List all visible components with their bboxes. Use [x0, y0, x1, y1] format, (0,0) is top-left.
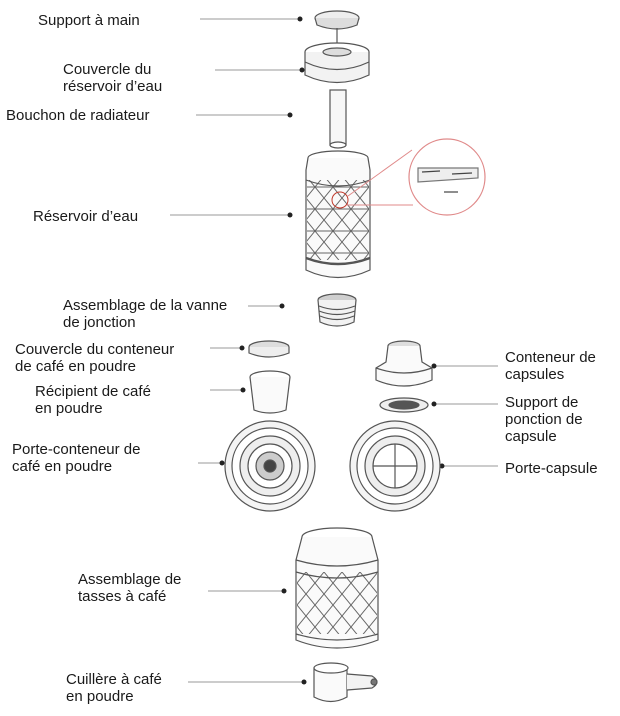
powder-recipient-part	[249, 370, 291, 414]
water-tank-part	[305, 150, 371, 279]
label-capsule-container: Conteneur de capsules	[505, 349, 596, 383]
hand-support-part	[314, 10, 360, 48]
capsule-puncture-support-part	[379, 397, 429, 413]
zoom-detail	[347, 138, 486, 216]
label-valve-assembly: Assemblage de la vanne de jonction	[63, 297, 228, 331]
label-capsule-puncture-support: Support de ponction de capsule	[505, 394, 583, 445]
powder-spoon-part	[313, 662, 378, 703]
capsule-holder-part	[349, 420, 441, 512]
capsule-container-part	[375, 340, 433, 387]
label-capsule-holder: Porte-capsule	[505, 460, 598, 477]
valve-assembly-part	[317, 293, 357, 327]
label-water-tank: Réservoir d’eau	[33, 208, 139, 225]
tank-lid-part	[304, 42, 370, 84]
label-hand-support: Support à main	[38, 12, 140, 29]
label-radiator-cap: Bouchon de radiateur	[6, 107, 150, 124]
label-powder-spoon: Cuillère à café en poudre	[66, 671, 162, 705]
cup-assembly-part	[295, 527, 379, 649]
leader-dots	[219, 16, 445, 685]
label-powder-container-holder: Porte-conteneur de café en poudre	[12, 441, 141, 475]
powder-container-holder-part	[224, 420, 316, 512]
radiator-cap-part	[329, 89, 347, 149]
leader-lines	[170, 18, 498, 683]
powder-container-lid-part	[248, 340, 290, 358]
label-powder-recipient: Récipient de café en poudre	[35, 383, 151, 417]
label-tank-lid: Couvercle du réservoir d’eau	[63, 61, 163, 95]
label-powder-container-lid: Couvercle du conteneur de café en poudre	[15, 341, 175, 375]
label-cup-assembly: Assemblage de tasses à café	[78, 571, 182, 605]
